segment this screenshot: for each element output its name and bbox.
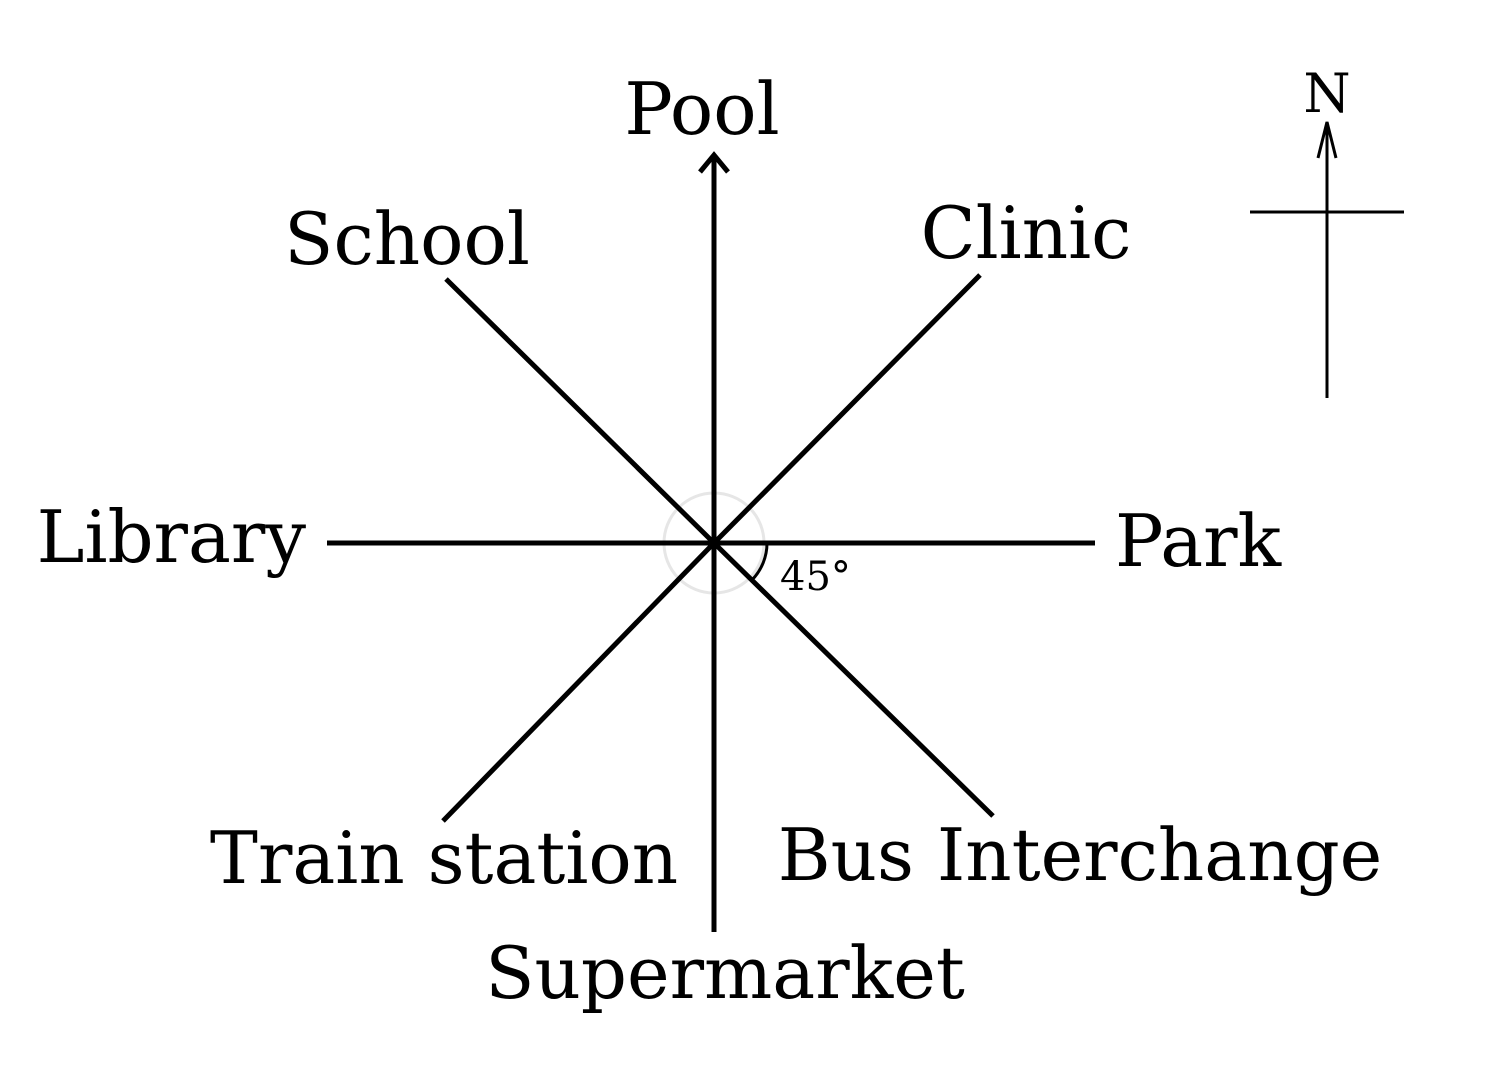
arrowhead-north — [698, 151, 730, 174]
angle-arc — [750, 542, 769, 582]
north-compass-icon: N — [1250, 62, 1404, 398]
line-northwest — [444, 277, 716, 545]
label-clinic: Clinic — [921, 191, 1132, 275]
label-library: Library — [37, 495, 307, 579]
angle-label: 45° — [780, 554, 851, 600]
compass-arrowhead — [1316, 121, 1338, 159]
line-northeast — [712, 273, 982, 545]
label-park: Park — [1115, 499, 1283, 583]
label-pool: Pool — [624, 67, 779, 151]
compass-north-label: N — [1303, 62, 1350, 125]
label-bus-interchange: Bus Interchange — [778, 813, 1383, 897]
line-southwest — [441, 541, 716, 823]
label-train-station: Train station — [210, 816, 678, 900]
label-supermarket: Supermarket — [485, 931, 965, 1015]
label-school: School — [284, 197, 530, 281]
line-southeast — [712, 541, 995, 818]
